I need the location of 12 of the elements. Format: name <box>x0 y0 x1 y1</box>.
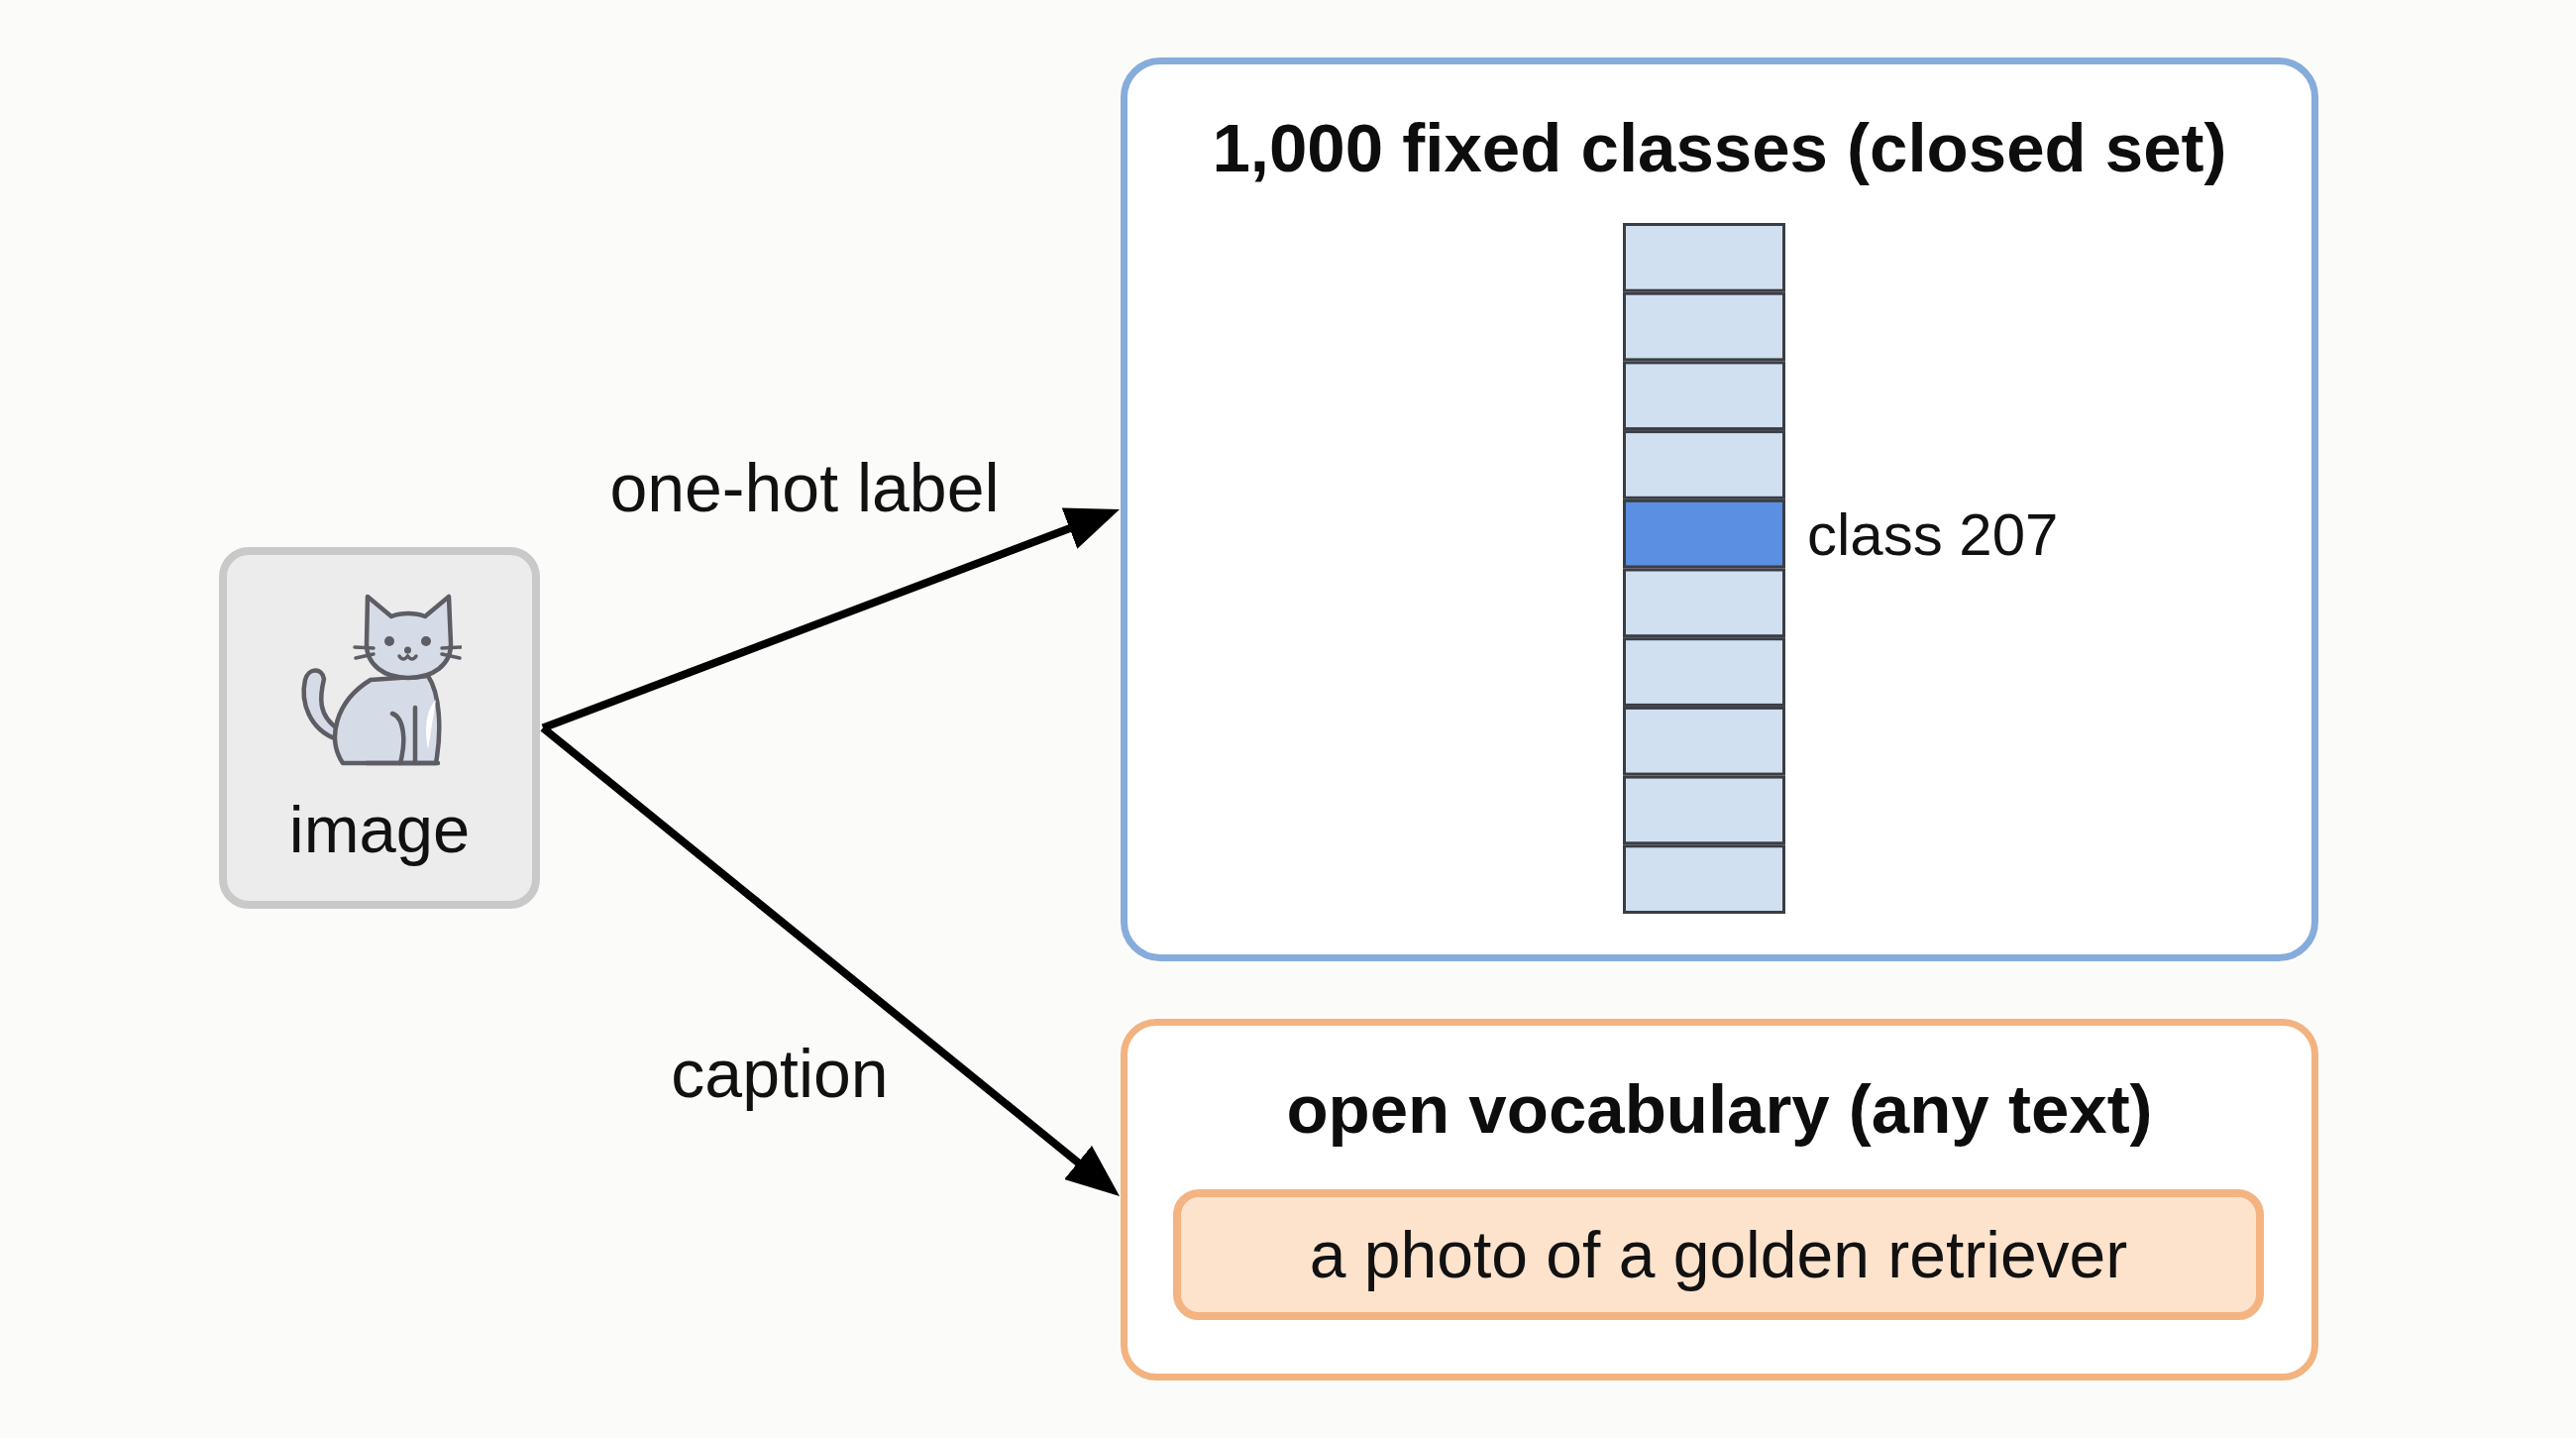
panel-title: open vocabulary (any text) <box>1286 1070 2153 1150</box>
arrow <box>540 724 1120 1196</box>
arrow <box>541 507 1120 732</box>
panel-title: 1,000 fixed classes (closed set) <box>1212 109 2227 188</box>
class-label: class 207 <box>1807 499 2059 569</box>
edge-label: one-hot label <box>609 448 1000 527</box>
image-card <box>219 547 540 909</box>
class-panel <box>1121 57 2318 961</box>
edge-label: caption <box>671 1034 889 1113</box>
image-label: image <box>288 791 471 868</box>
caption-text-box: a photo of a golden retriever <box>1173 1189 2264 1320</box>
vocabulary-panel <box>1121 1019 2318 1381</box>
